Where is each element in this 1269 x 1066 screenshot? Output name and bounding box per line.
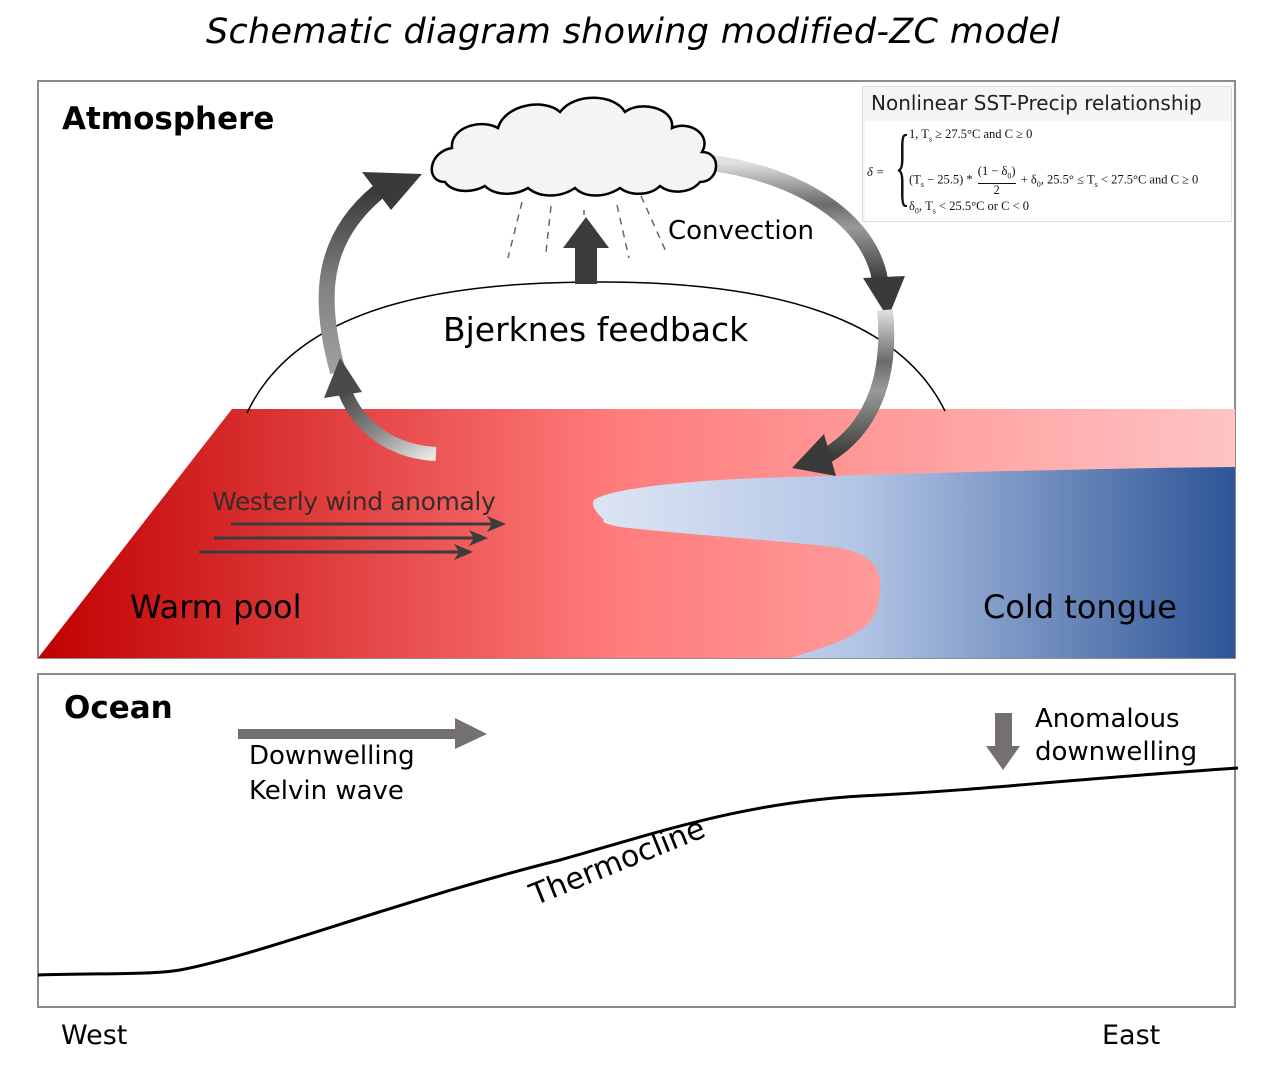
anomalous-downwelling-label-line2: downwelling xyxy=(1035,737,1198,767)
west-label: West xyxy=(61,1020,128,1051)
feedback-arrow-small-left-head xyxy=(324,358,362,398)
bjerknes-feedback-label: Bjerknes feedback xyxy=(443,310,749,349)
thermocline-line xyxy=(37,766,1239,977)
formula-case-3: δ0, Ts < 25.5°C or C < 0 xyxy=(909,199,1029,216)
convection-arrow-up xyxy=(563,217,609,284)
ocean-panel xyxy=(37,673,1236,1008)
kelvin-wave-label-line2: Kelvin wave xyxy=(249,776,404,806)
formula-heading: Nonlinear SST-Precip relationship xyxy=(871,91,1202,115)
ocean-label: Ocean xyxy=(64,690,173,726)
formula-brace: { xyxy=(895,118,910,215)
convection-label: Convection xyxy=(668,216,815,246)
formula-body: δ = { 1, Ts ≥ 27.5°C and C ≥ 0 (Ts − 25.… xyxy=(865,121,1231,221)
anomalous-downwelling-label-line1: Anomalous xyxy=(1035,704,1180,734)
cloud-icon xyxy=(430,96,718,197)
anomalous-downwelling-arrow xyxy=(986,713,1020,770)
figure-title: Schematic diagram showing modified-ZC mo… xyxy=(206,12,1061,52)
feedback-arrow-down-right-lower xyxy=(821,309,895,463)
feedback-arrow-up-left-head xyxy=(362,172,422,210)
westerly-wind-arrows xyxy=(199,516,506,560)
rain-lines xyxy=(507,195,668,259)
kelvin-wave-arrow xyxy=(238,718,487,749)
formula-box: Nonlinear SST-Precip relationship δ = { … xyxy=(862,86,1232,222)
feedback-arrow-small-left xyxy=(338,389,437,461)
cold-tongue-label: Cold tongue xyxy=(983,588,1177,626)
formula-case-1: 1, Ts ≥ 27.5°C and C ≥ 0 xyxy=(909,127,1033,144)
feedback-arrow-down-right-lower-head xyxy=(792,434,836,476)
feedback-arrow-up-left xyxy=(318,185,384,375)
atmosphere-label: Atmosphere xyxy=(62,101,275,137)
formula-case-2: (Ts − 25.5) * (1 − δ0) 2 + δ0, 25.5° ≤ T… xyxy=(909,164,1199,197)
cold-tongue-surface xyxy=(592,467,1235,658)
feedback-arrow-down-right-head xyxy=(863,276,905,318)
formula-lhs: δ = xyxy=(867,165,885,179)
westerly-wind-label: Westerly wind anomaly xyxy=(212,487,496,516)
warm-pool-label: Warm pool xyxy=(130,588,302,626)
kelvin-wave-label-line1: Downwelling xyxy=(249,741,415,771)
east-label: East xyxy=(1102,1020,1161,1051)
feedback-arrow-down-right xyxy=(710,155,888,282)
